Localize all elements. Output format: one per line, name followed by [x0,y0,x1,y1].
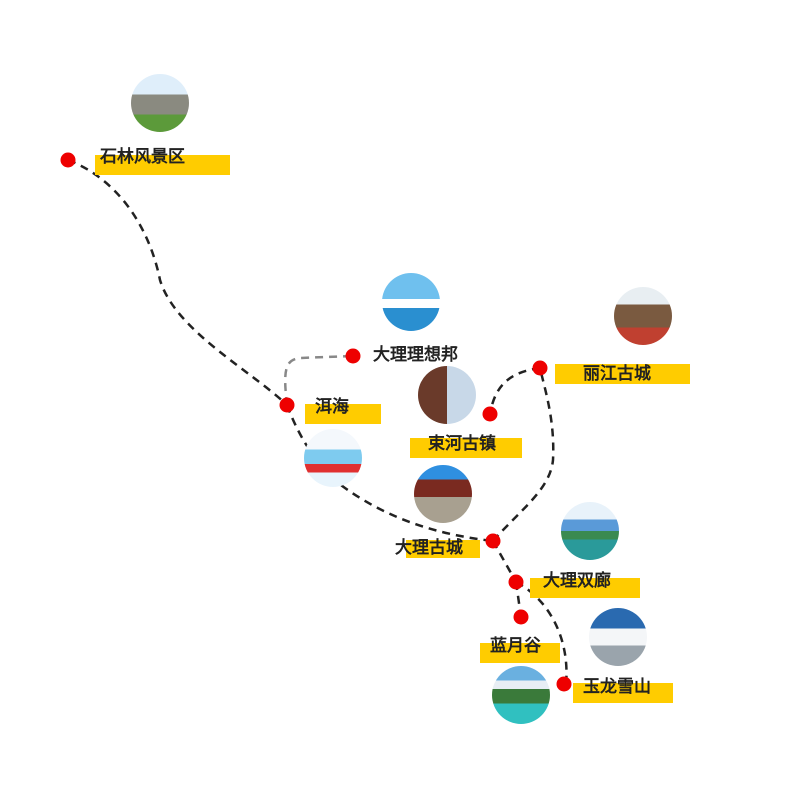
erhai-lake-photo [304,429,362,487]
label-bar-shilin [95,155,230,175]
shuhe-town-photo [418,366,476,424]
spot-label-lixiangbang: 大理理想邦 [373,345,458,365]
location-dot-lanyuegu[interactable] [513,609,529,625]
label-bar-lanyuegu [480,643,560,663]
spot-label-shuhe: 束河古镇 [428,434,496,454]
location-dot-lijiang[interactable] [532,360,548,376]
lijiang-old-town-photo [614,287,672,345]
route-shilin-erhai [67,158,288,406]
stone-forest-photo [131,74,189,132]
dali-gate-photo [414,465,472,523]
label-bar-dali [406,540,480,558]
location-dot-shuanglang[interactable] [508,574,524,590]
spot-label-dali: 大理古城 [395,538,463,558]
route-dali-shuanglang [491,540,518,583]
label-bar-erhai [305,404,381,424]
spot-label-shilin: 石林风景区 [100,147,185,167]
jade-dragon-snow-mountain-photo [589,608,647,666]
label-bar-shuanglang [530,578,640,598]
location-dot-shilin[interactable] [60,152,76,168]
location-dot-yulong[interactable] [556,676,572,692]
location-dot-dali[interactable] [485,533,501,549]
spot-label-erhai: 洱海 [315,397,349,417]
location-dot-lixiangbang[interactable] [345,348,361,364]
spot-label-shuanglang: 大理双廊 [543,571,611,591]
route-lijiang-shuhe [488,366,541,415]
spot-label-yulong: 玉龙雪山 [583,677,651,697]
label-bar-lijiang [555,364,690,384]
label-bar-shuhe [410,438,522,458]
route-erhai-dali [285,404,494,543]
spot-label-lijiang: 丽江古城 [583,364,651,384]
label-bar-yulong [573,683,673,703]
shuanglang-photo [561,502,619,560]
route-dali-lijiang [492,367,555,542]
route-shuanglang-yulong [515,580,568,685]
spot-label-lanyuegu: 蓝月谷 [490,636,541,656]
location-dot-erhai[interactable] [279,397,295,413]
lixiangbang-photo [382,273,440,331]
blue-moon-valley-photo [492,666,550,724]
location-dot-shuhe[interactable] [482,406,498,422]
